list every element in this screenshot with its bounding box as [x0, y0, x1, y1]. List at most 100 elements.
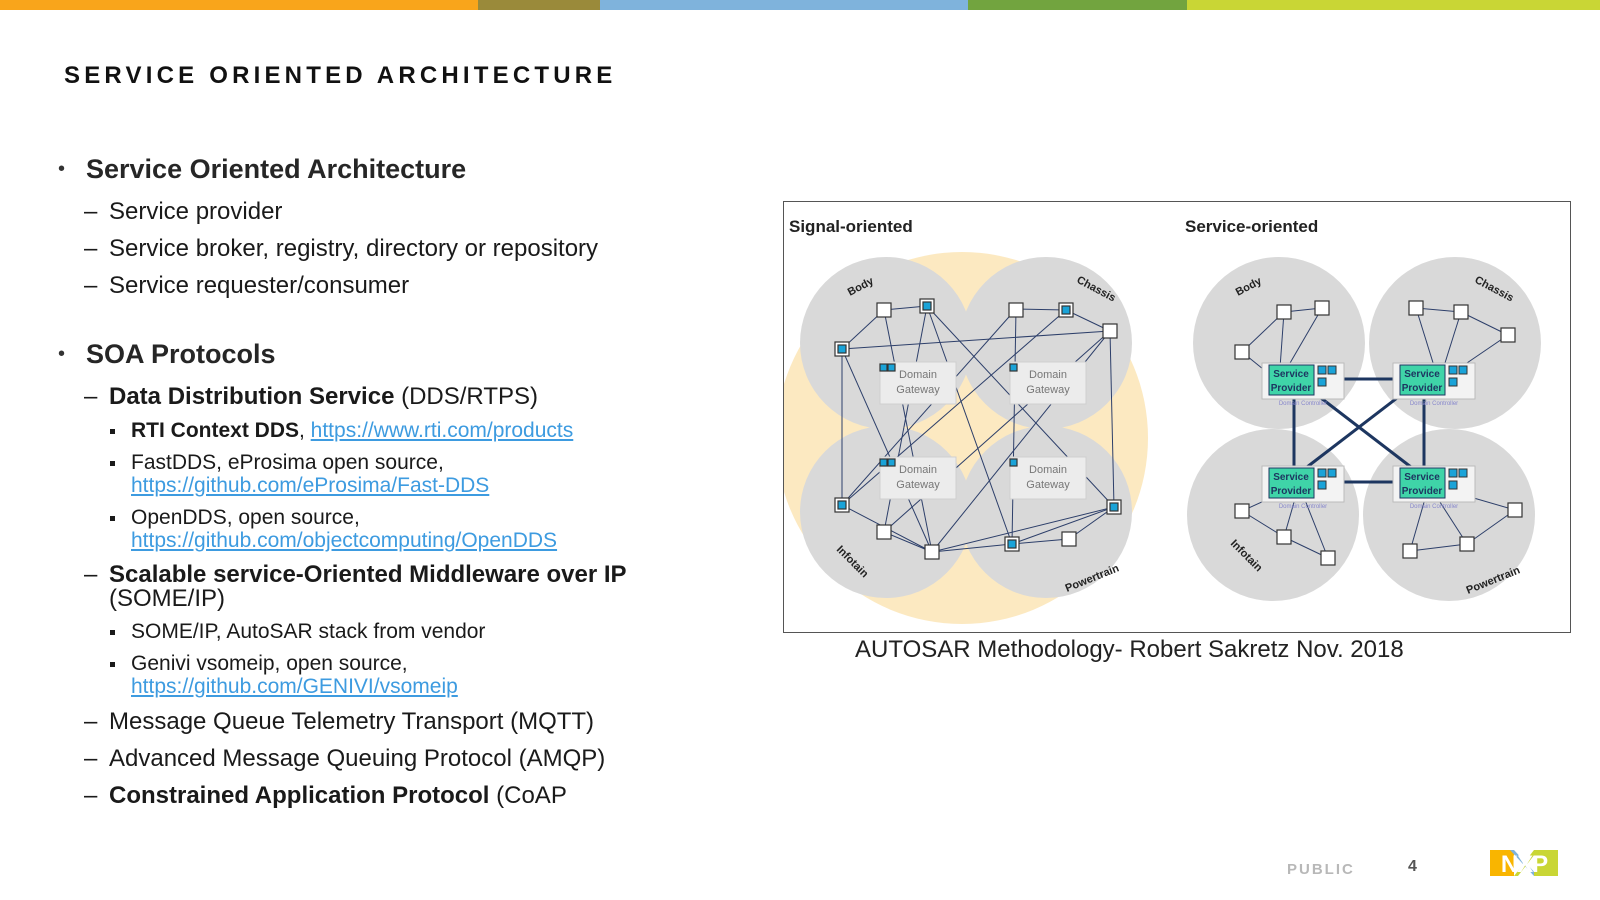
dds-item-bold: RTI Context DDS	[131, 419, 299, 442]
architecture-figure: Domain Gateway Domain Gateway Domain Gat…	[776, 201, 1571, 633]
gateway-label: Domain	[1029, 464, 1067, 476]
someip-item: Genivi vsomeip, open source,https://gith…	[58, 652, 708, 698]
gateway-label: Gateway	[896, 479, 940, 491]
chassis-domain-circle	[960, 257, 1132, 429]
protocol-mqtt: –Message Queue Telemetry Transport (MQTT…	[58, 709, 708, 735]
link-vsomeip[interactable]: https://github.com/GENIVI/vsomeip	[131, 675, 458, 698]
bullet-protocols-label: SOA Protocols	[86, 339, 276, 369]
gateway-label: Gateway	[1026, 479, 1070, 491]
nxp-logo: NXP	[1490, 848, 1558, 883]
figure-caption: AUTOSAR Methodology- Robert Sakretz Nov.…	[855, 636, 1404, 663]
so-infotain-circle	[1187, 429, 1359, 601]
controller-label: Domain Controller	[1410, 401, 1458, 407]
dds-item-text: OpenDDS, open source,	[131, 506, 360, 529]
signal-service-nodes	[834, 298, 1122, 552]
square-bullet	[110, 630, 115, 635]
controller-label: Domain Controller	[1279, 401, 1327, 407]
dash: –	[84, 561, 98, 588]
protocol-someip: –Scalable service-Oriented Middleware ov…	[58, 563, 708, 611]
color-segment-lime	[1187, 0, 1600, 10]
provider-label: Service	[1404, 472, 1440, 483]
link-rti[interactable]: https://www.rti.com/products	[310, 419, 574, 442]
protocol-amqp-label: Advanced Message Queuing Protocol (AMQP)	[109, 745, 606, 772]
square-bullet	[110, 461, 115, 466]
slide-title: SERVICE ORIENTED ARCHITECTURE	[64, 62, 617, 89]
dash: –	[84, 708, 98, 735]
dash: –	[84, 383, 98, 410]
dash: –	[84, 745, 98, 772]
top-color-bar	[0, 0, 1600, 10]
bullet-dot: •	[58, 158, 66, 180]
domain-gateway-boxes	[879, 361, 1087, 500]
sub-item: –Service broker, registry, directory or …	[58, 236, 708, 262]
dds-item: RTI Context DDS, https://www.rti.com/pro…	[58, 419, 708, 442]
bullet-list: •Service Oriented Architecture –Service …	[58, 150, 708, 809]
protocol-dds-abbrev: (DDS/RTPS)	[394, 383, 538, 410]
protocol-mqtt-label: Message Queue Telemetry Transport (MQTT)	[109, 708, 595, 735]
protocol-dds: –Data Distribution Service (DDS/RTPS)	[58, 384, 708, 410]
signal-oriented-heading: Signal-oriented	[789, 217, 913, 236]
dash: –	[84, 235, 98, 262]
dash: –	[84, 782, 98, 809]
service-oriented-heading: Service-oriented	[1185, 217, 1318, 236]
link-opendds[interactable]: https://github.com/objectcomputing/OpenD…	[131, 529, 558, 552]
provider-label: Service	[1273, 369, 1309, 380]
nxp-logo-mark: NXP	[1490, 850, 1558, 878]
sub-item-label: Service broker, registry, directory or r…	[109, 235, 599, 262]
signal-ecu-nodes	[876, 302, 1118, 560]
architecture-diagram: Domain Gateway Domain Gateway Domain Gat…	[776, 217, 1541, 624]
dds-item: FastDDS, eProsima open source,https://gi…	[58, 451, 708, 497]
link-fastdds[interactable]: https://github.com/eProsima/Fast-DDS	[131, 474, 490, 497]
provider-label: Provider	[1271, 486, 1312, 497]
someip-item-text: SOME/IP, AutoSAR stack from vendor	[131, 620, 486, 643]
protocol-someip-abbrev: (SOME/IP)	[109, 585, 226, 612]
controller-labels: Domain Controller Domain Controller Doma…	[1279, 401, 1458, 510]
gateway-label: Domain	[899, 369, 937, 381]
controller-label: Domain Controller	[1279, 504, 1327, 510]
dash: –	[84, 198, 98, 225]
bullet-soa: • Service Oriented Architecture	[58, 150, 708, 188]
provider-label: Service	[1273, 472, 1309, 483]
dds-item: OpenDDS, open source,https://github.com/…	[58, 506, 708, 552]
gateway-label: Gateway	[1026, 384, 1070, 396]
color-segment-olive	[478, 0, 600, 10]
gateway-labels: Domain Gateway Domain Gateway Domain Gat…	[896, 369, 1070, 491]
sub-item: –Service requester/consumer	[58, 273, 708, 299]
powertrain-domain-circle	[960, 426, 1132, 598]
controller-label: Domain Controller	[1410, 504, 1458, 510]
gateway-label: Gateway	[896, 384, 940, 396]
provider-service-icons	[1317, 365, 1468, 490]
protocol-someip-name: Scalable service-Oriented Middleware ove…	[109, 561, 627, 588]
someip-item: SOME/IP, AutoSAR stack from vendor	[58, 620, 708, 643]
bullet-dot: •	[58, 343, 66, 365]
sub-item-label: Service provider	[109, 198, 283, 225]
provider-label: Provider	[1402, 383, 1443, 394]
square-bullet	[110, 662, 115, 667]
bullet-protocols: • SOA Protocols	[58, 335, 708, 373]
protocol-amqp: –Advanced Message Queuing Protocol (AMQP…	[58, 746, 708, 772]
protocol-coap-abbrev: (CoAP	[489, 782, 567, 809]
protocol-coap-name: Constrained Application Protocol	[109, 782, 490, 809]
service-provider-boxes	[1261, 362, 1476, 503]
square-bullet	[110, 516, 115, 521]
sub-item: –Service provider	[58, 199, 708, 225]
square-bullet	[110, 429, 115, 434]
provider-label: Provider	[1402, 486, 1443, 497]
spacer	[58, 299, 708, 335]
gateway-label: Domain	[1029, 369, 1067, 381]
logo-text: NXP	[1501, 851, 1548, 878]
so-ecu-nodes	[1234, 300, 1523, 566]
dds-item-text: ,	[299, 419, 311, 442]
gateway-label: Domain	[899, 464, 937, 476]
color-segment-green	[968, 0, 1187, 10]
color-segment-orange	[0, 0, 478, 10]
infotain-domain-circle	[800, 426, 972, 598]
classification-label: PUBLIC	[1287, 861, 1355, 878]
provider-labels: Service Provider Service Provider Servic…	[1271, 369, 1443, 497]
provider-label: Service	[1404, 369, 1440, 380]
page-number: 4	[1408, 858, 1417, 875]
bullet-soa-label: Service Oriented Architecture	[86, 154, 467, 184]
protocol-dds-name: Data Distribution Service	[109, 383, 395, 410]
provider-label: Provider	[1271, 383, 1312, 394]
dash: –	[84, 272, 98, 299]
